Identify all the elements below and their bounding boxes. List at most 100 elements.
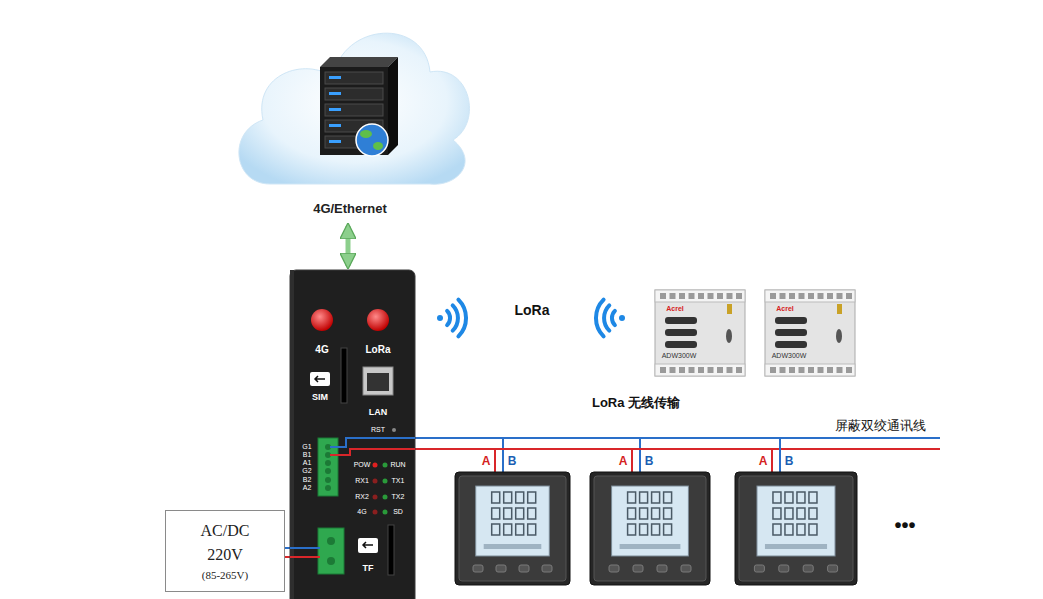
meter-button xyxy=(657,565,667,572)
bus-wire xyxy=(415,449,495,472)
terminal-screw xyxy=(698,367,704,373)
meter-button xyxy=(542,565,552,572)
wire-blue xyxy=(330,438,415,447)
meter-button xyxy=(633,565,643,572)
meter-face xyxy=(594,476,706,581)
antenna-port xyxy=(727,304,732,314)
gateway-device-shape xyxy=(290,270,415,599)
meter-face xyxy=(739,476,853,581)
terminal-screw xyxy=(325,477,331,483)
server-side xyxy=(388,57,398,155)
terminal-screw xyxy=(770,293,776,299)
terminal-screw xyxy=(717,293,723,299)
terminal-label: B xyxy=(785,455,794,469)
server-unit xyxy=(325,88,383,100)
lcd-digit xyxy=(492,492,500,503)
module-button xyxy=(726,329,732,343)
tf-slot-icon xyxy=(358,538,378,553)
meter-button xyxy=(473,565,483,572)
button-label: RST xyxy=(371,426,385,434)
lcd-screen xyxy=(612,486,689,556)
cloud-server-shape xyxy=(225,12,475,222)
lcd-digit xyxy=(797,524,805,535)
lan-port xyxy=(363,367,393,395)
bus-wire xyxy=(415,449,772,472)
terminal-screw xyxy=(325,460,331,466)
pin-label: A1 xyxy=(303,459,312,467)
antenna-connector xyxy=(311,309,333,331)
terminal-screw xyxy=(799,367,805,373)
lcd-digit xyxy=(628,492,636,503)
status-led xyxy=(373,495,378,500)
lcd-digit xyxy=(773,508,781,519)
front-bar xyxy=(665,341,697,348)
lcd-digit xyxy=(797,508,805,519)
bus-wire xyxy=(415,449,632,472)
card-slot xyxy=(388,525,394,575)
bus-wire xyxy=(415,438,780,472)
lora-module-shape xyxy=(655,290,745,376)
server-unit xyxy=(325,104,383,116)
lcd-digit xyxy=(516,524,524,535)
terminal-screw xyxy=(780,367,786,373)
card-slot xyxy=(341,348,347,403)
connector xyxy=(285,548,290,557)
pin-label: A2 xyxy=(303,484,312,492)
voltage-label: AC/DC 220V xyxy=(194,519,256,569)
terminal-screw xyxy=(660,367,666,373)
reset-button xyxy=(392,428,396,432)
bus-wire xyxy=(415,438,640,472)
lcd-digit xyxy=(809,524,817,535)
terminal-screw xyxy=(698,293,704,299)
tf-arrow xyxy=(363,542,373,548)
lcd-digit xyxy=(640,524,648,535)
lcd-digit xyxy=(504,508,512,519)
terminal-screw xyxy=(660,293,666,299)
lcd-digit xyxy=(785,508,793,519)
wave-arc xyxy=(447,311,450,325)
lcd-digit xyxy=(664,508,672,519)
meter-bezel xyxy=(590,472,710,585)
status-led xyxy=(373,463,378,468)
lora-module: AcrelADW300W xyxy=(655,290,745,376)
led-label: TX2 xyxy=(392,493,405,501)
meter-button xyxy=(609,565,619,572)
status-led xyxy=(383,479,388,484)
lcd-digit xyxy=(809,492,817,503)
terminal-strip xyxy=(655,290,745,302)
antenna-port xyxy=(837,304,842,314)
connector xyxy=(415,438,503,472)
terminal-screw xyxy=(799,293,805,299)
status-led xyxy=(383,463,388,468)
server-led xyxy=(329,92,341,95)
led-label: TX1 xyxy=(392,477,405,485)
lcd-digit xyxy=(664,492,672,503)
front-bar xyxy=(775,341,807,348)
module-button xyxy=(836,329,842,343)
terminal-screw xyxy=(325,485,331,491)
led-label: RX2 xyxy=(355,493,369,501)
lcd-digit xyxy=(640,508,648,519)
terminal-label: A xyxy=(482,455,491,469)
terminal-screw xyxy=(837,367,843,373)
terminal-screw xyxy=(837,293,843,299)
terminal-screw xyxy=(689,293,695,299)
antenna-label: 4G xyxy=(315,344,328,356)
terminal-strip xyxy=(655,364,745,376)
connector xyxy=(415,438,640,472)
port-label: LAN xyxy=(369,407,388,417)
lcd-status-row xyxy=(620,544,681,549)
pin-label: B2 xyxy=(303,476,312,484)
terminal-screw xyxy=(827,367,833,373)
meter-button xyxy=(779,565,789,572)
wave-arc xyxy=(453,305,458,330)
terminal-screw xyxy=(818,293,824,299)
server-led xyxy=(329,124,341,127)
server-top xyxy=(320,57,398,67)
lcd-digit xyxy=(504,492,512,503)
antenna-connector xyxy=(367,309,389,331)
terminal-screw xyxy=(727,293,733,299)
power-meter: AB xyxy=(455,472,570,585)
wire-blue xyxy=(290,547,320,549)
terminal-screw xyxy=(689,367,695,373)
